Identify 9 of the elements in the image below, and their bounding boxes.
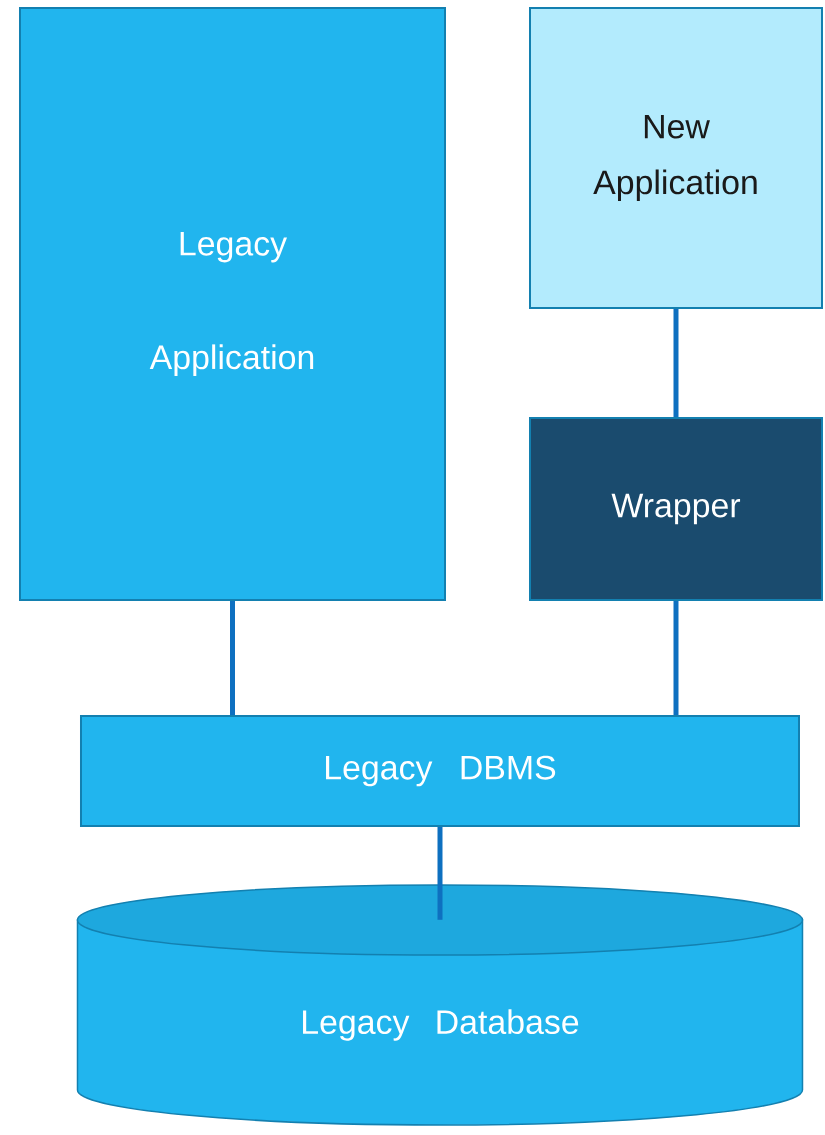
application-box: New Application xyxy=(529,7,823,309)
connector-line xyxy=(673,309,679,417)
wrapper-box: Wrapper xyxy=(529,417,823,601)
database-cylinder: Legacy Database xyxy=(76,884,804,1126)
connector-line xyxy=(230,601,235,715)
dbms-bar: Legacy DBMS xyxy=(80,715,800,827)
application-box: Legacy Application xyxy=(19,7,446,601)
connector-line xyxy=(437,827,443,920)
connector-line xyxy=(673,601,679,715)
